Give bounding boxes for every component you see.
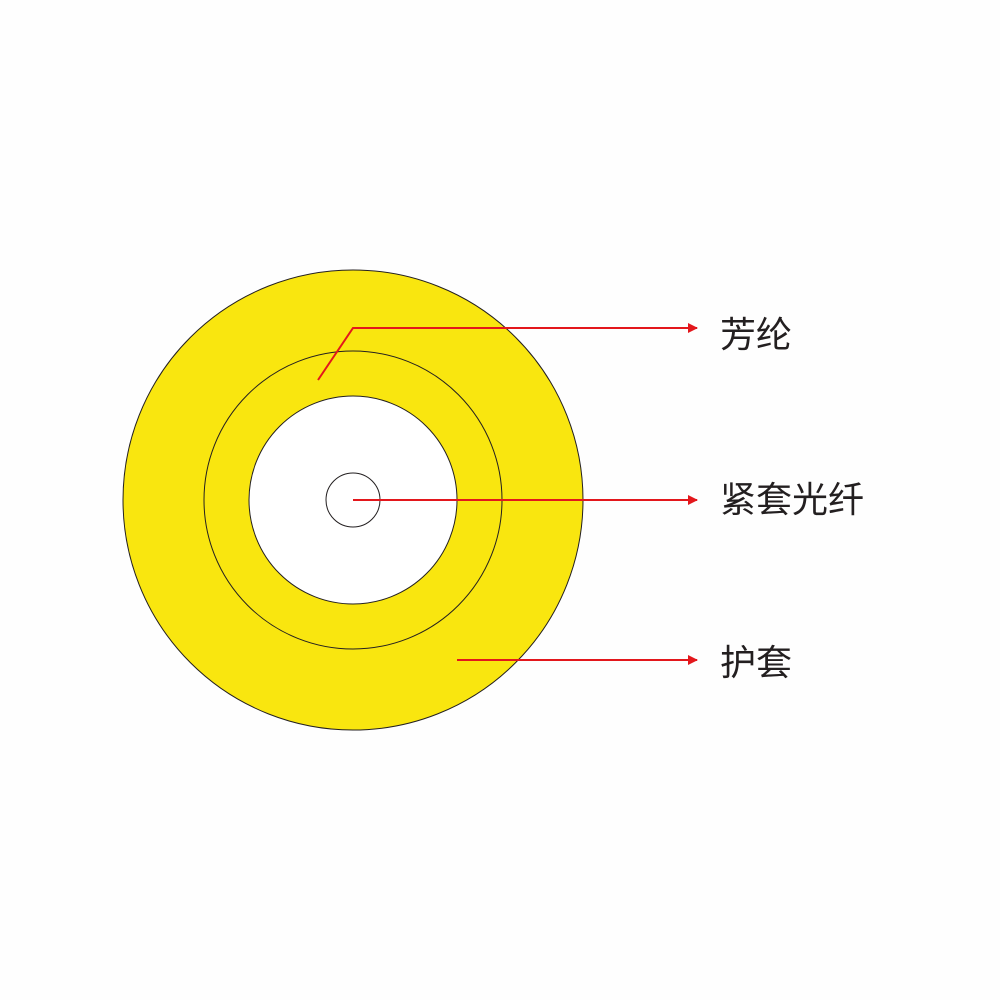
- tight-buffered-fiber-label: 紧套光纤: [720, 480, 864, 521]
- aramid-leader-line: [317, 323, 698, 381]
- aramid-label: 芳纶: [720, 315, 792, 356]
- jacket-label: 护套: [720, 643, 792, 684]
